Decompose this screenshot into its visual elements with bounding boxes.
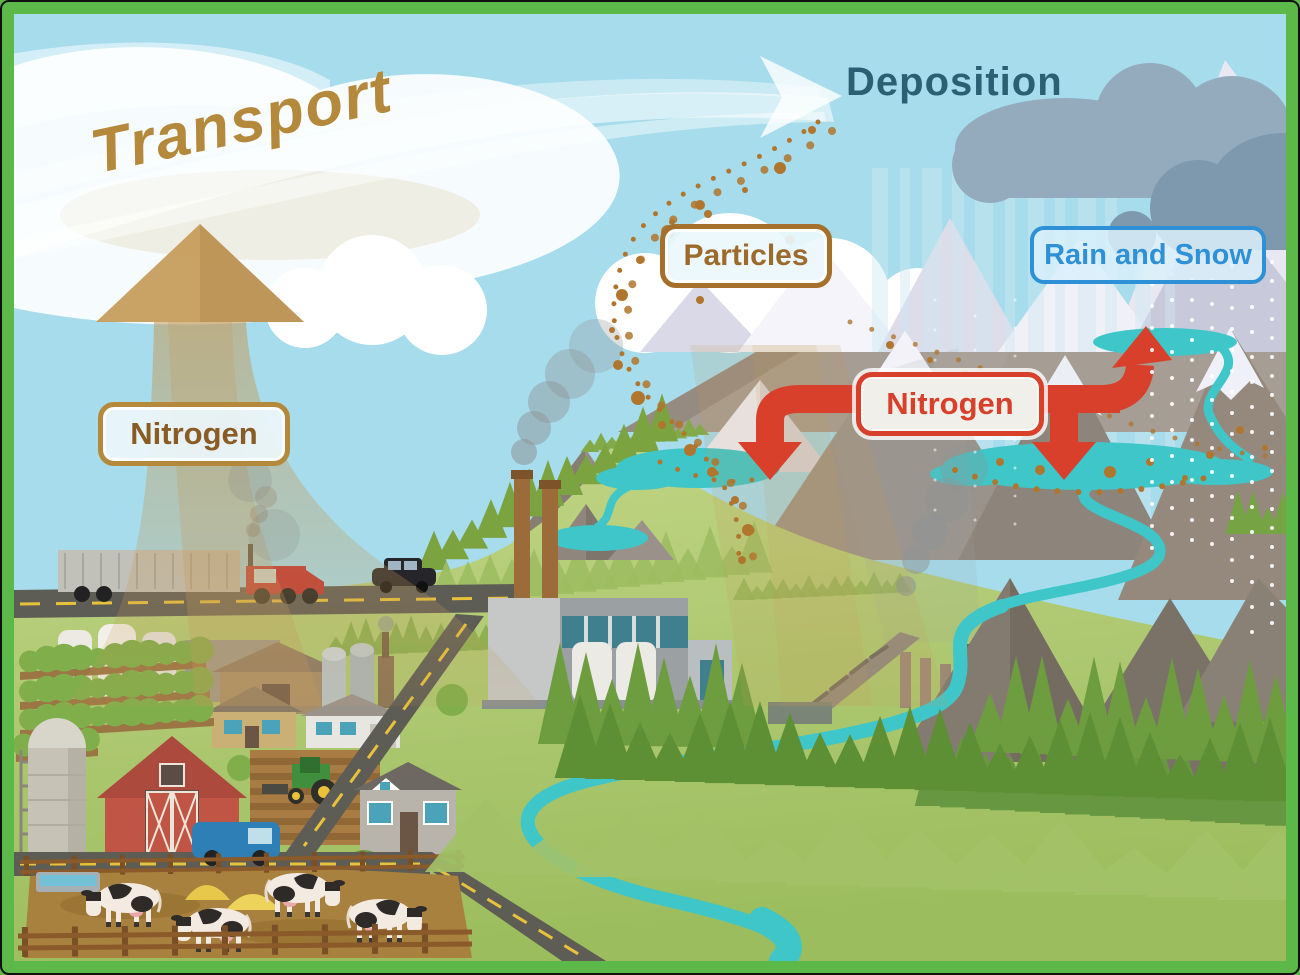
up-arrowhead bbox=[1112, 326, 1172, 368]
wind-swoosh bbox=[0, 56, 842, 262]
tractor bbox=[262, 757, 337, 805]
cow-pen bbox=[17, 850, 473, 958]
meadow-trees bbox=[424, 797, 1300, 900]
silo bbox=[19, 718, 86, 860]
cloud-small bbox=[265, 235, 487, 355]
nitrogen-source-label: Nitrogen bbox=[98, 402, 290, 466]
tan-arrowhead bbox=[96, 224, 304, 322]
hay-pile bbox=[185, 885, 230, 900]
mountain-lake bbox=[930, 442, 1273, 490]
hay-pile bbox=[226, 894, 280, 910]
down-arrowhead bbox=[1032, 442, 1096, 480]
high-lake-outlet bbox=[1203, 344, 1256, 465]
rivers bbox=[520, 480, 1166, 974]
rain-and-snow-label: Rain and Snow bbox=[1030, 226, 1266, 284]
wind-arrowhead bbox=[760, 56, 842, 138]
deposition-label: Deposition bbox=[846, 60, 1063, 104]
down-arrowhead bbox=[738, 442, 802, 480]
meadow-river bbox=[520, 599, 1009, 968]
upland-ponds bbox=[548, 448, 780, 551]
mountain-river bbox=[994, 480, 1166, 612]
forest-row-front bbox=[554, 694, 1296, 802]
particles-label: Particles bbox=[660, 224, 832, 288]
round-tree bbox=[227, 755, 253, 781]
nitrogen-deposition-arrows bbox=[738, 326, 1172, 480]
red-barn bbox=[97, 736, 247, 858]
nitrogen-deposition-label: Nitrogen bbox=[856, 372, 1044, 436]
